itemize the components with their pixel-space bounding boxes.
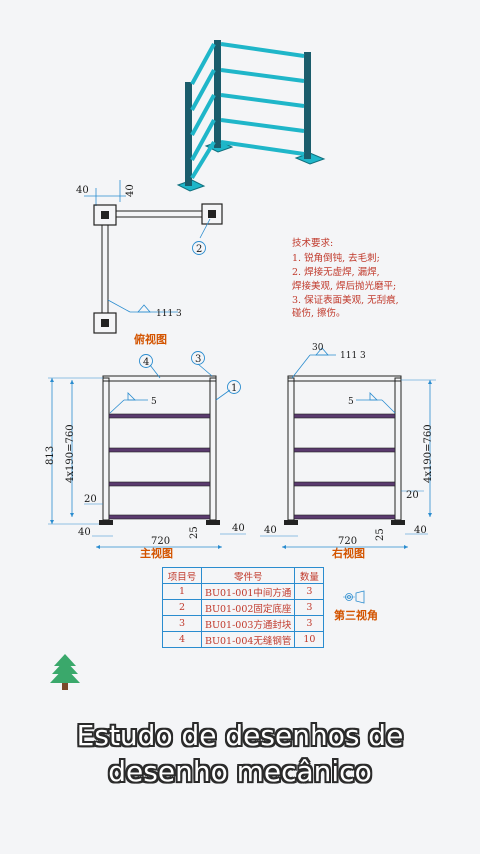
dim-right-plate-25: 25 [375, 528, 386, 541]
third-angle-symbol [343, 590, 365, 604]
table-row: 2 BU01-002固定底座 3 [162, 599, 325, 616]
caption-line-1: Estudo de desenhos de [76, 719, 404, 752]
weld-30: 30 [312, 343, 324, 353]
dim-front-gap-20: 20 [84, 494, 97, 505]
bom-part: BU01-002固定底座 [200, 599, 296, 616]
dim-front-width-720: 720 [151, 536, 170, 547]
bom-item: 3 [162, 615, 202, 632]
bom-header-part: 零件号 [200, 567, 296, 584]
bom-item: 4 [162, 631, 202, 648]
bom-qty: 10 [294, 631, 325, 648]
dim-front-height-813: 813 [45, 446, 56, 465]
weld-111-right: 111 3 [340, 351, 366, 361]
bom-part: BU01-004无缝钢管 [200, 631, 296, 648]
right-view: 30 111 3 5 4x190=760 20 40 720 25 40 右视图 [260, 343, 436, 560]
dim-right-spacing: 4x190=760 [423, 424, 434, 483]
front-view-label: 主视图 [140, 546, 173, 560]
bom-qty: 3 [294, 615, 325, 632]
table-row: 4 BU01-004无缝钢管 10 [162, 631, 325, 648]
table-row: 1 BU01-001中间方通 3 [162, 583, 325, 600]
top-rail-vertical [101, 224, 109, 314]
bom-header-row: 项目号 零件号 数量 [162, 567, 325, 584]
iso-post [304, 52, 311, 159]
svg-text:3: 3 [195, 354, 201, 365]
weld-111-top: 111 3 [156, 309, 182, 319]
dim-front-bottom-40: 40 [78, 527, 91, 538]
top-view: 40 40 2 111 3 俯视图 [76, 180, 223, 346]
third-angle-label: 第三视角 [334, 608, 378, 622]
balloon-3 [191, 351, 205, 365]
dim-right-bottom-40: 40 [264, 525, 277, 536]
dim-front-plate-25: 25 [189, 526, 200, 539]
table-row: 3 BU01-003方通封块 3 [162, 615, 325, 632]
weld-fillet-5-front: 5 [151, 397, 157, 407]
iso-post [185, 82, 192, 186]
bom-part: BU01-003方通封块 [200, 615, 296, 632]
caption-line-2: desenho mecânico [108, 755, 372, 788]
dim-front-spacing: 4x190=760 [65, 424, 76, 483]
isometric-railing [176, 40, 326, 192]
weld-fillet-5-right: 5 [348, 397, 354, 407]
bom-item: 2 [162, 599, 202, 616]
tech-requirements: 技术要求: 1. 锐角倒钝, 去毛刺; 2. 焊接无虚焊, 漏焊, 焊接美观, … [292, 237, 399, 319]
tree-icon [50, 654, 80, 690]
dim-top-40-vertical: 40 [125, 184, 136, 197]
top-bottom-plate [93, 312, 117, 334]
dim-right-gap-20: 20 [406, 490, 419, 501]
top-right-plate [201, 203, 223, 225]
dim-right-right-40: 40 [414, 525, 427, 536]
bom-header-item: 项目号 [162, 567, 202, 584]
dim-front-right-40: 40 [232, 523, 245, 534]
iso-post [214, 40, 221, 148]
balloon-1 [227, 380, 241, 394]
bom-item: 1 [162, 583, 202, 600]
top-rail-horizontal [115, 210, 203, 218]
bom-header-qty: 数量 [294, 567, 325, 584]
right-view-label: 右视图 [331, 546, 365, 560]
svg-text:碰伤, 擦伤。: 碰伤, 擦伤。 [292, 307, 346, 319]
balloon-4 [139, 354, 153, 368]
svg-text:2. 焊接无虚焊, 漏焊,: 2. 焊接无虚焊, 漏焊, [292, 266, 380, 278]
svg-text:2: 2 [196, 244, 202, 255]
video-caption: Estudo de desenhos de desenho mecânico [0, 718, 480, 790]
balloon-2 [192, 241, 206, 255]
svg-text:技术要求:: 技术要求: [292, 237, 333, 249]
svg-text:4: 4 [143, 357, 149, 368]
bom-part: BU01-001中间方通 [200, 583, 296, 600]
bom-table: 项目号 零件号 数量 1 BU01-001中间方通 3 2 BU01-002固定… [162, 567, 325, 648]
bom-qty: 3 [294, 599, 325, 616]
svg-text:1: 1 [231, 383, 237, 394]
svg-text:焊接美观, 焊后抛光磨平;: 焊接美观, 焊后抛光磨平; [292, 280, 396, 292]
front-view: 813 4x190=760 20 40 720 25 40 4 3 1 5 主视… [45, 351, 246, 560]
svg-text:1. 锐角倒钝, 去毛刺;: 1. 锐角倒钝, 去毛刺; [292, 252, 380, 264]
dim-top-40-horizontal: 40 [76, 185, 89, 196]
dim-right-width-720: 720 [338, 536, 357, 547]
bom-qty: 3 [294, 583, 325, 600]
svg-text:3. 保证表面美观, 无刮痕,: 3. 保证表面美观, 无刮痕, [292, 294, 399, 306]
top-view-label: 俯视图 [134, 332, 167, 346]
